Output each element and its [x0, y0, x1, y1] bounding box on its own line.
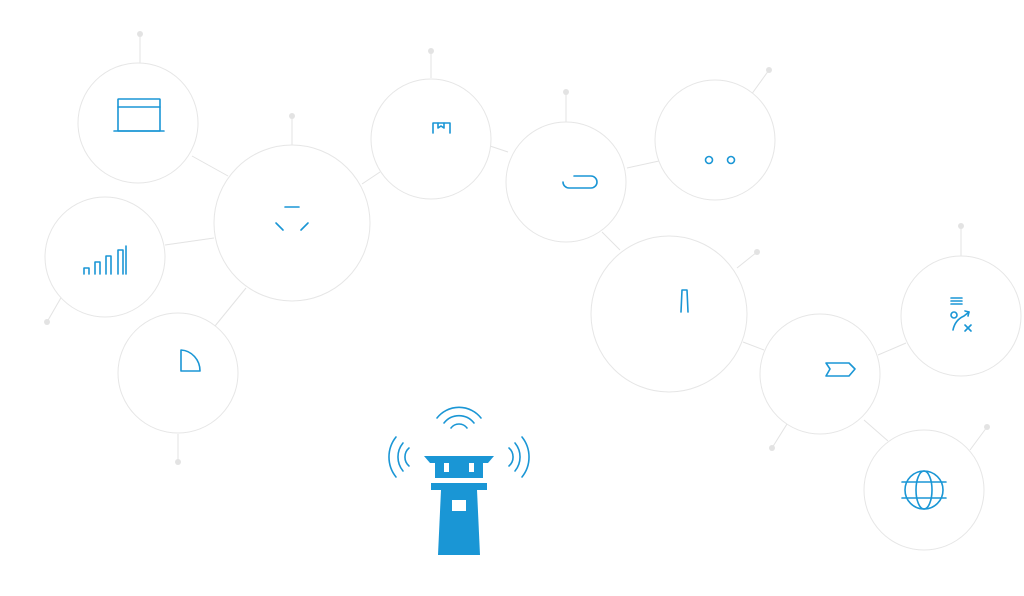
browser-window-icon: [113, 98, 165, 132]
connector: [214, 287, 247, 327]
connector: [361, 171, 381, 185]
connector-lines: [46, 34, 988, 462]
bar-chart-icon: [83, 245, 127, 275]
control-tower-broadcast-icon: [388, 406, 530, 555]
connector-dot: [563, 89, 569, 95]
two-dots-icon: [704, 155, 736, 165]
connector: [863, 419, 889, 442]
node-circles: [44, 62, 1022, 551]
connector-dot: [769, 445, 775, 451]
connector: [489, 145, 509, 153]
connector-endpoints: [44, 31, 990, 465]
connector: [46, 295, 63, 323]
connector: [601, 231, 621, 251]
connector-dot: [137, 31, 143, 37]
tower-window: [452, 500, 466, 511]
node-oval-link: [505, 121, 627, 243]
oval-link-icon: [562, 175, 598, 189]
connector: [750, 69, 770, 96]
globe-icon: [901, 470, 947, 510]
node-package: [370, 78, 492, 200]
node-tall-shape: [590, 235, 748, 393]
pie-slice-icon: [180, 349, 201, 372]
connector-dot: [428, 48, 434, 54]
tall-shape-icon: [680, 289, 689, 313]
connector-dot: [766, 67, 772, 73]
game-plan-strategy-icon: [950, 297, 972, 332]
connector: [626, 160, 660, 169]
connector-dot: [44, 319, 50, 325]
connector-dot: [984, 424, 990, 430]
node-triangle-nodes: [213, 144, 371, 302]
connector: [877, 342, 907, 356]
connector: [771, 423, 788, 449]
node-globe: [863, 429, 985, 551]
connector-dot: [289, 113, 295, 119]
connector: [969, 426, 988, 451]
connector: [736, 251, 758, 269]
connector-dot: [175, 459, 181, 465]
connector: [191, 155, 229, 177]
connector-dot: [958, 223, 964, 229]
broadcast-waves-icon: [388, 406, 530, 478]
node-game-plan: [900, 255, 1022, 377]
node-browser-window: [77, 62, 199, 184]
package-box-icon: [432, 122, 451, 134]
node-pie-slice: [117, 312, 239, 434]
connector-dot: [754, 249, 760, 255]
triangle-nodes-icon: [275, 206, 309, 231]
node-tag-arrow: [759, 313, 881, 435]
node-two-dots: [654, 79, 776, 201]
connector: [742, 341, 765, 351]
node-bar-chart: [44, 196, 166, 318]
tag-arrow-icon: [825, 362, 856, 377]
connector: [164, 237, 215, 246]
tower-body: [424, 456, 494, 555]
